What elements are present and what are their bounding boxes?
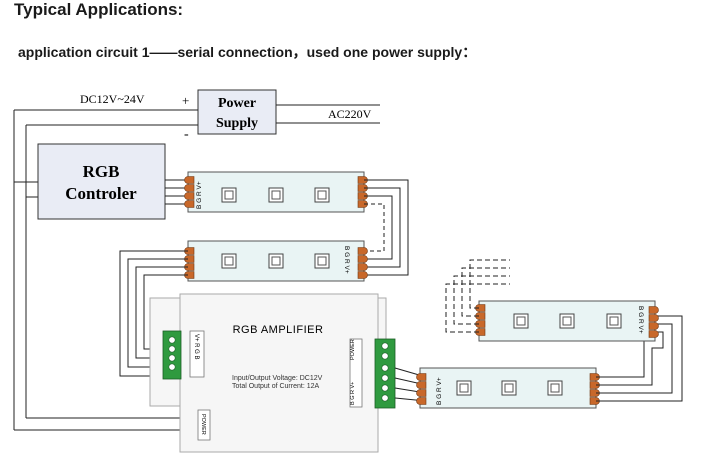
strip-4-pin-labels: B G R V+ [637, 306, 644, 334]
controller-label-1: RGB [83, 162, 120, 181]
page-title: Typical Applications: [14, 0, 184, 19]
strip-3-led-2 [501, 380, 517, 396]
positive-terminal-label: + [182, 93, 189, 108]
controller-output-wires [165, 179, 188, 205]
controller-label-2: Controler [65, 184, 137, 203]
led-strip-3: B G R V+ [416, 367, 600, 409]
strip-4-led-2 [559, 313, 575, 329]
amplifier-spec-current: Total Output of Current: 12A [232, 383, 319, 390]
page-subtitle: application circuit 1——serial connection… [18, 44, 477, 60]
strip-1-led-1 [221, 187, 237, 203]
negative-terminal-label: - [184, 127, 189, 142]
ac-wires [276, 104, 380, 124]
strip-4-continuation-wires [445, 259, 510, 333]
strip-1-to-2-wires [364, 179, 409, 276]
amplifier-title: RGB AMPLIFIER [233, 324, 324, 336]
strip-2-pin-labels: B G R V+ [343, 246, 350, 274]
strip-1-pin-labels: B G R V+ [196, 181, 203, 209]
amplifier-spec-voltage: Input/Output Voltage: DC12V [232, 375, 323, 382]
power-supply-label-1: Power [218, 96, 256, 111]
led-strip-4: B G R V+ [475, 300, 659, 342]
amplifier-output-pin-labels: B G R V+ [350, 382, 356, 405]
dc-voltage-label: DC12V~24V [80, 92, 145, 106]
strip-3-led-3 [547, 380, 563, 396]
rgb-amplifier: RGB AMPLIFIER Input/Output Voltage: DC12… [149, 293, 396, 453]
strip-2-led-2 [268, 253, 284, 269]
power-supply-label-2: Supply [216, 116, 258, 131]
power-supply: Power Supply [197, 89, 277, 135]
strip-3-pin-labels: B G R V+ [436, 377, 443, 405]
strip-4-led-3 [606, 313, 622, 329]
led-strip-2: B G R V+ [184, 240, 368, 282]
strip-1-led-2 [268, 187, 284, 203]
strip-4-led-1 [513, 313, 529, 329]
strip-2-led-1 [221, 253, 237, 269]
amplifier-power-label: POWER [200, 414, 206, 435]
ac-voltage-label: AC220V [328, 107, 372, 121]
dc-rails [13, 109, 200, 431]
strip-1-led-3 [314, 187, 330, 203]
strip-3-led-1 [456, 380, 472, 396]
amplifier-power-in-label: POWER [350, 339, 356, 360]
amplifier-input-pin-labels: V+ R G B [193, 334, 199, 360]
led-strip-1: B G R V+ [184, 171, 368, 213]
strip-3-to-4-wires [596, 315, 683, 402]
rgb-controller: RGB Controler [37, 143, 166, 220]
strip-2-led-3 [314, 253, 330, 269]
